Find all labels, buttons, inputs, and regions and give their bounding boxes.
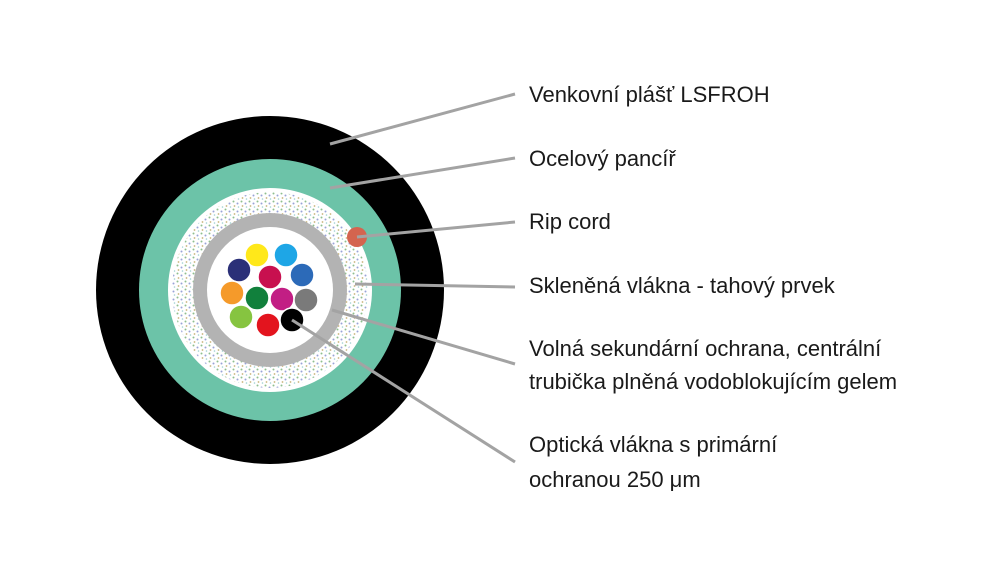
fiber-red	[255, 312, 281, 338]
leader-glass-strength-member	[354, 282, 516, 289]
fiber-light-blue	[273, 242, 299, 268]
leader-steel-armor	[329, 156, 516, 190]
label-fibers-line1: Optická vlákna s primární	[529, 432, 777, 457]
fiber-green	[244, 285, 270, 311]
fiber-gray	[293, 287, 319, 313]
fiber-orange	[219, 280, 245, 306]
fiber-blue	[289, 262, 315, 288]
label-fibers-line2: ochranou 250 μm	[529, 467, 701, 492]
label-loose-tube-line2: trubička plněná vodoblokujícím gelem	[529, 369, 897, 394]
cable-cross-section	[96, 116, 444, 464]
leader-rip-cord	[356, 220, 516, 239]
fiber-navy	[226, 257, 252, 283]
fiber-crimson	[257, 264, 283, 290]
label-steel-armor: Ocelový pancíř	[529, 146, 676, 171]
leader-loose-tube	[331, 308, 516, 366]
fiber-lime	[228, 304, 254, 330]
fiber-yellow	[244, 242, 270, 268]
label-loose-tube-line1: Volná sekundární ochrana, centrální	[529, 336, 881, 361]
leader-fibers	[291, 318, 516, 464]
leader-outer-sheath	[329, 92, 516, 146]
leader-lines	[291, 92, 516, 464]
label-rip-cord: Rip cord	[529, 209, 611, 234]
labels: Venkovní plášť LSFROH Ocelový pancíř Rip…	[529, 82, 897, 492]
label-outer-sheath: Venkovní plášť LSFROH	[529, 82, 770, 107]
label-glass-strength-member: Skleněná vlákna - tahový prvek	[529, 273, 836, 298]
